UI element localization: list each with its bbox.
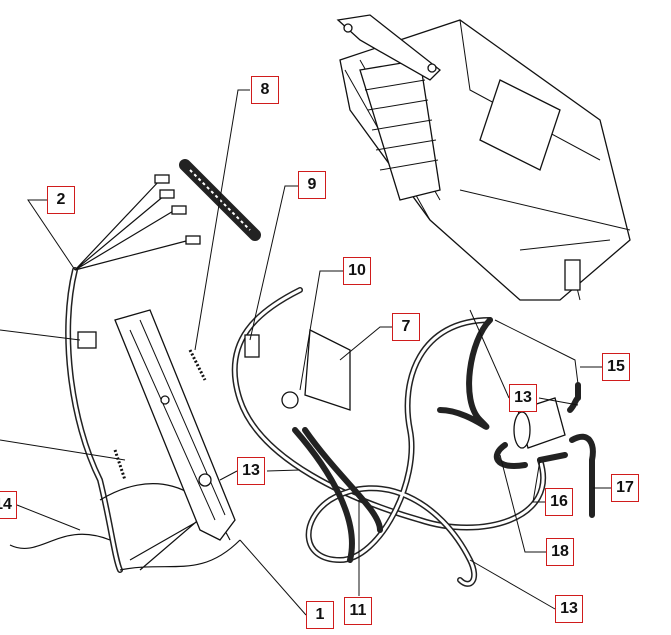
callout-15: 15	[602, 353, 630, 381]
callout-13-center: 13	[237, 457, 265, 485]
callout-14: 14	[0, 491, 17, 519]
callout-10: 10	[343, 257, 371, 285]
control-panel	[113, 309, 236, 541]
callout-7: 7	[392, 313, 420, 341]
callout-2: 2	[47, 186, 75, 214]
callout-8: 8	[251, 76, 279, 104]
callout-1: 1	[306, 601, 334, 629]
leader-lines	[0, 89, 611, 616]
callout-13-bottom: 13	[555, 595, 583, 623]
callout-9: 9	[298, 171, 326, 199]
heater-housing	[336, 14, 631, 301]
wiring-harness	[9, 174, 241, 573]
callout-13-filter: 13	[509, 384, 537, 412]
callout-11: 11	[344, 597, 372, 625]
callout-18: 18	[546, 538, 574, 566]
callout-17: 17	[611, 474, 639, 502]
vacuum-hoses	[231, 287, 546, 587]
callout-16: 16	[545, 488, 573, 516]
